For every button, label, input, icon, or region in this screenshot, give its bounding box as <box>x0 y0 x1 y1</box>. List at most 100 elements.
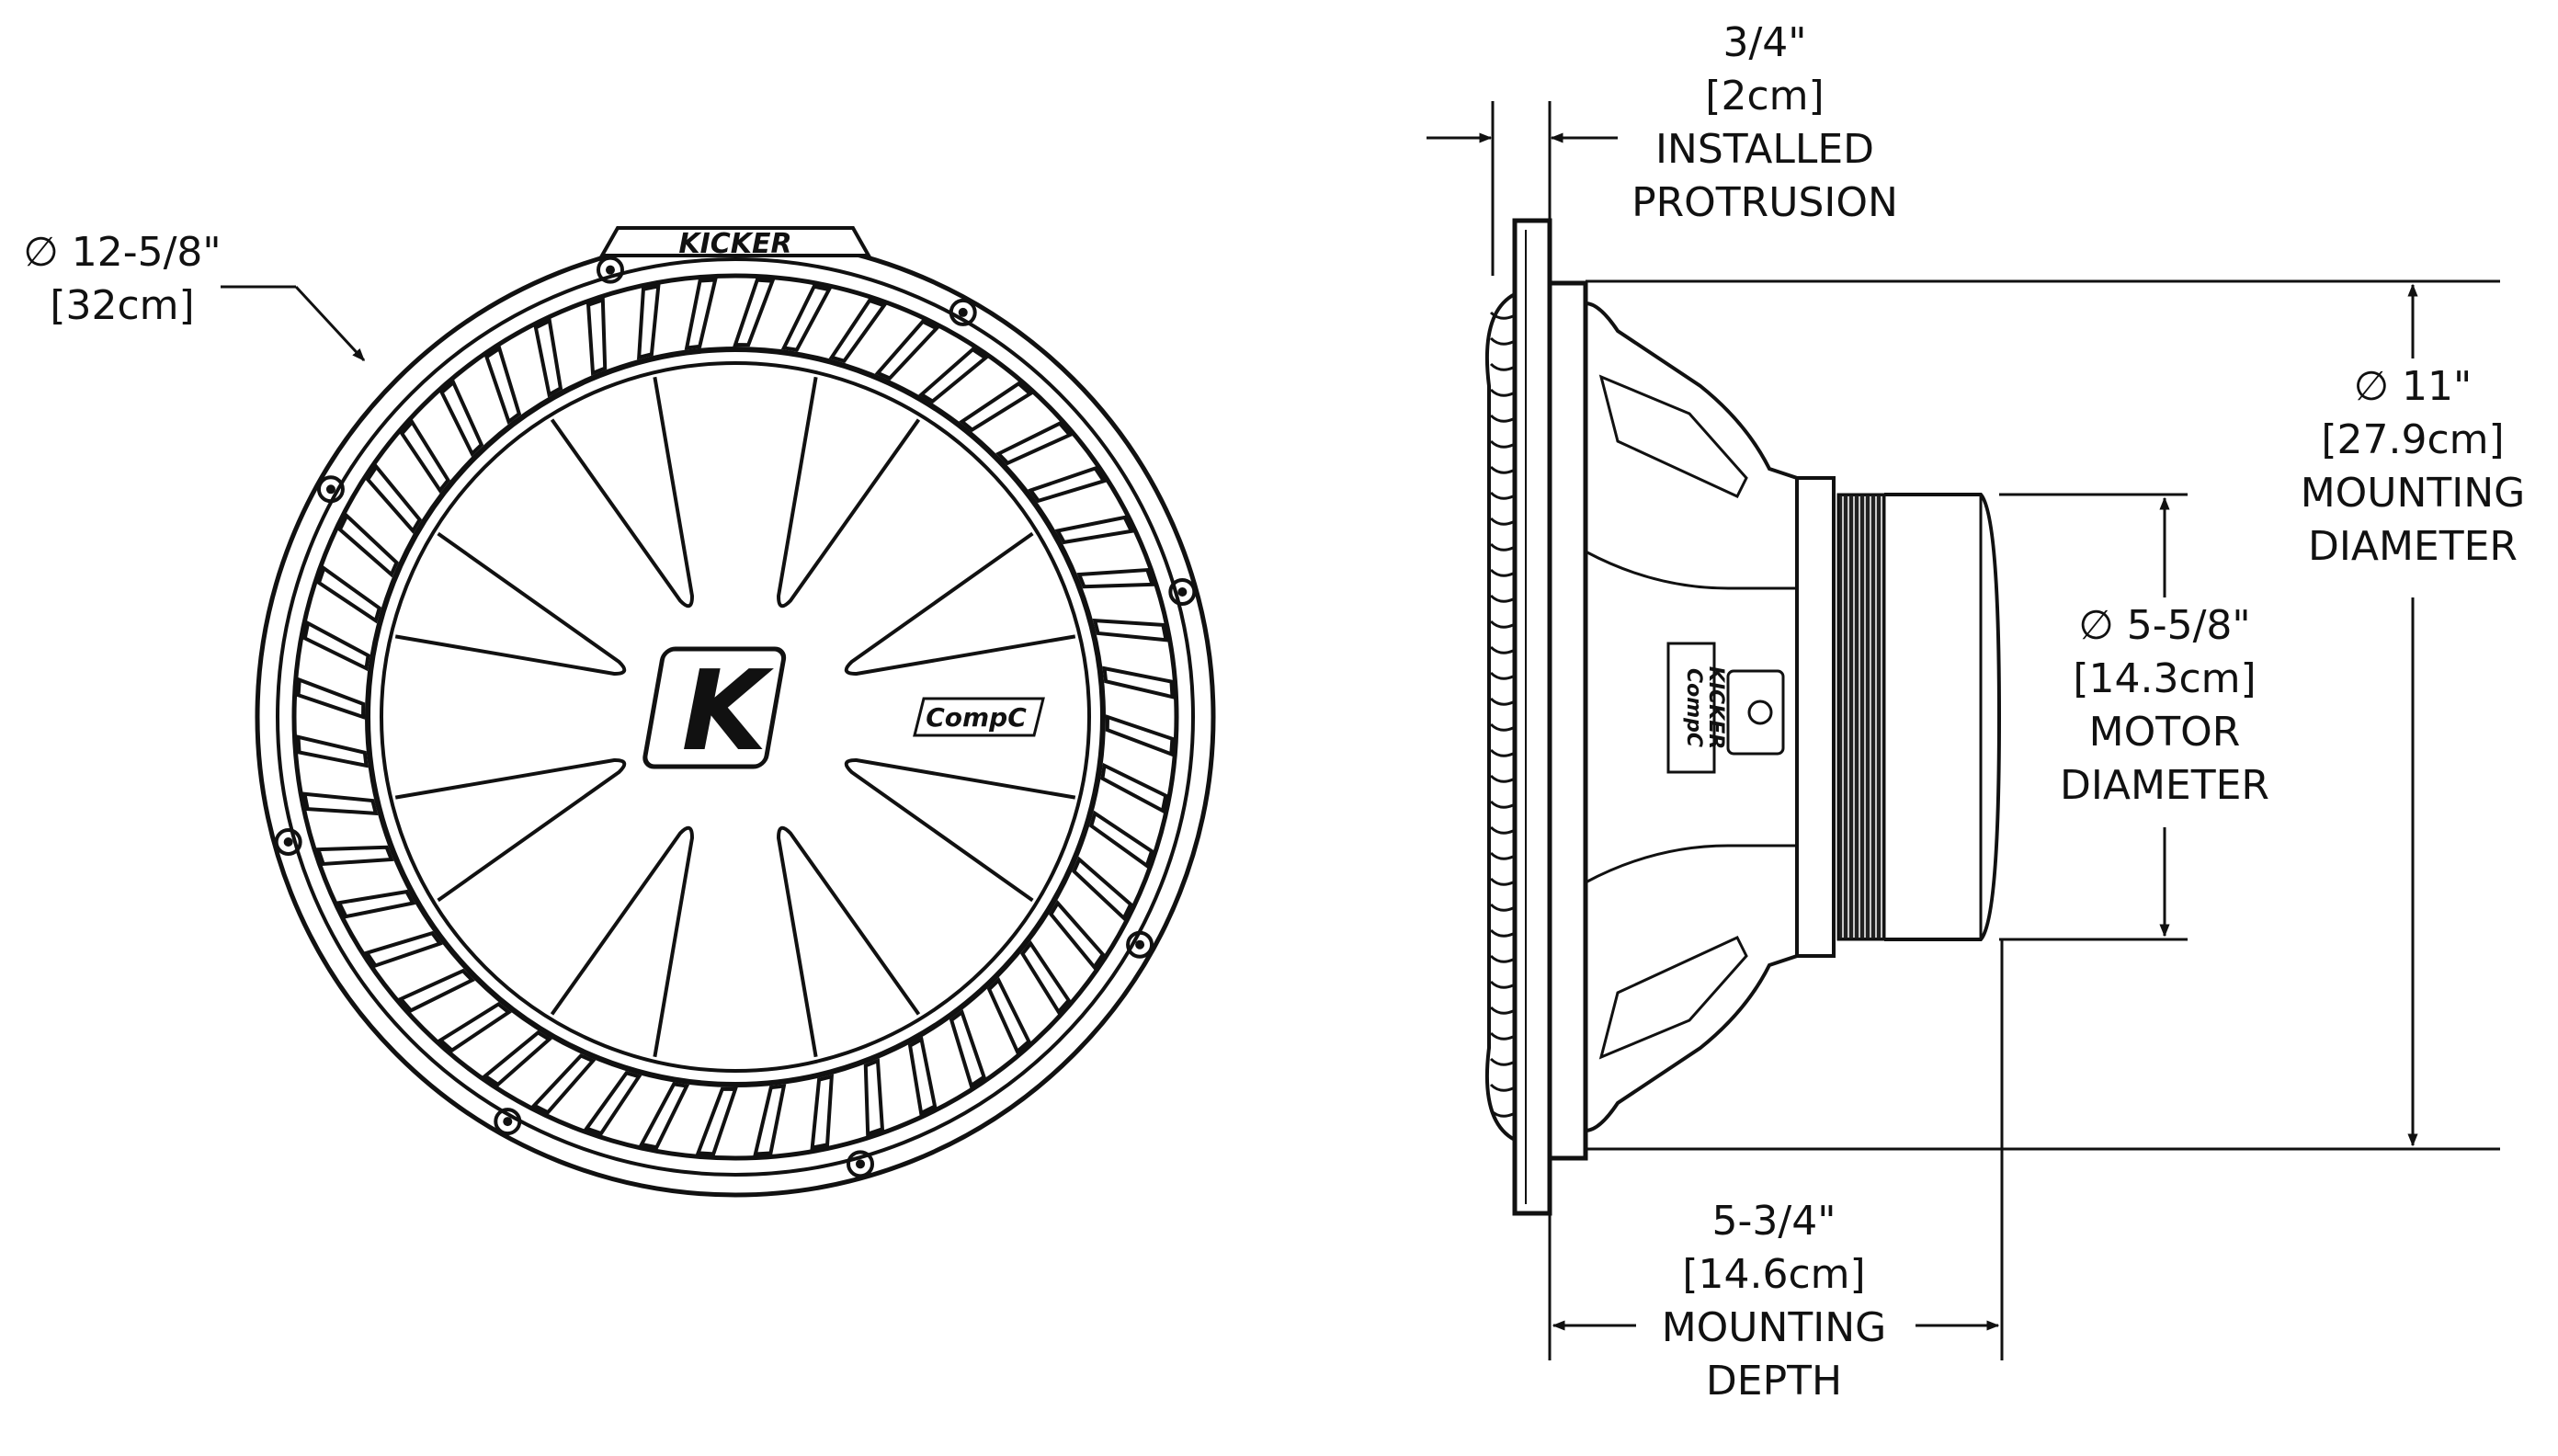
surround-outer-ring <box>291 273 1179 1161</box>
surround-profile-rib <box>1489 697 1514 706</box>
magnet <box>1836 493 1886 941</box>
motor-diameter-value: 5-5/8" <box>2126 602 2251 649</box>
surround-profile-rib <box>1489 414 1514 423</box>
mounting-hole-center <box>958 307 968 317</box>
surround-rib <box>397 968 475 1013</box>
mounting-hole <box>847 1150 875 1178</box>
motor-diameter-symbol: ∅ <box>2078 602 2114 649</box>
surround-profile-rib <box>1489 491 1514 500</box>
terminal-block <box>1666 642 1716 774</box>
side-label-model: CompC <box>1682 668 1705 747</box>
surround-rib <box>296 677 366 720</box>
surround-rib <box>810 1074 834 1151</box>
model-badge-text: CompC <box>926 702 1027 733</box>
surround-profile-rib <box>1489 620 1514 629</box>
protrusion-metric: [2cm] <box>1705 73 1825 119</box>
surround-rib <box>439 379 484 457</box>
cone-spoke <box>550 825 694 1058</box>
surround-rib <box>828 298 887 364</box>
center-k-logo: K <box>642 646 787 776</box>
surround-profile-rib <box>1489 928 1514 938</box>
cone-spokes <box>394 376 1076 1058</box>
surround-profile-rib <box>1489 980 1514 989</box>
mounting-diameter-line2: DIAMETER <box>2308 523 2518 570</box>
motor-diameter-metric: [14.3cm] <box>2073 655 2257 702</box>
surround-rib <box>780 284 833 352</box>
surround-rib <box>753 1084 787 1156</box>
mounting-flange <box>1512 218 1552 1216</box>
surround-rib <box>1100 762 1168 814</box>
surround-profile-rib <box>1489 645 1514 654</box>
surround-rib <box>365 463 423 534</box>
surround-profile-rib <box>1489 877 1514 886</box>
mounting-hole-center <box>503 1117 513 1127</box>
mounting-hole <box>1126 930 1154 959</box>
surround-rib <box>695 1086 738 1156</box>
cone-spoke <box>394 531 627 676</box>
motor-diameter-label: ∅ 5-5/8" [14.3cm] MOTOR DIAMETER <box>2031 599 2298 813</box>
surround-rib <box>1072 856 1133 922</box>
surround-profile-rib <box>1489 542 1514 552</box>
basket-window-top <box>1598 374 1748 498</box>
mounting-hole <box>949 298 977 326</box>
mounting-depth-metric: [14.6cm] <box>1682 1251 1866 1298</box>
surround-rib <box>1092 619 1169 643</box>
surround-profile-rib <box>1489 1006 1514 1015</box>
motor-diameter-line1: MOTOR <box>2088 709 2241 756</box>
surround-rib <box>363 930 443 968</box>
cone-spoke <box>844 531 1076 676</box>
surround-rib <box>918 347 989 404</box>
surround-profile-rib <box>1489 1057 1514 1066</box>
surround-rib <box>399 418 450 494</box>
surround-profile-rib <box>1489 774 1514 783</box>
surround-rib <box>337 512 399 578</box>
mounting-depth-line1: MOUNTING <box>1661 1304 1887 1351</box>
surround-rib <box>733 278 776 347</box>
mounting-depth-line2: DEPTH <box>1705 1358 1843 1405</box>
mounting-depth-value: 5-3/4" <box>1711 1198 1836 1245</box>
surround-rib <box>1076 567 1155 589</box>
surround-rib <box>302 620 370 672</box>
basket-arm-lower <box>1585 844 1797 884</box>
surround-profile-rib <box>1489 362 1514 371</box>
surround-rib <box>1102 665 1175 700</box>
cone-spoke <box>394 758 627 903</box>
mounting-hole <box>494 1108 522 1136</box>
surround-ribs <box>296 278 1175 1156</box>
mounting-diameter-label: ∅ 11" [27.9cm] MOUNTING DIAMETER <box>2279 360 2546 574</box>
surround-rib <box>584 1070 642 1136</box>
mounting-hole-center <box>283 837 293 847</box>
mounting-hole <box>274 828 302 857</box>
mounting-diameter-value: 11" <box>2402 363 2473 410</box>
mounting-depth-label: 5-3/4" [14.6cm] MOUNTING DEPTH <box>1627 1195 1921 1408</box>
surround-profile-rib <box>1489 748 1514 757</box>
mounting-hole-center <box>325 484 335 495</box>
terminal-connector <box>1726 669 1785 756</box>
mounting-hole-center <box>1177 586 1188 597</box>
mounting-hole-center <box>856 1159 866 1169</box>
terminal-screw <box>1747 700 1773 725</box>
protrusion-label: 3/4" [2cm] INSTALLED PROTRUSION <box>1599 17 1930 230</box>
surround-inner-ring <box>365 347 1106 1087</box>
surround-profile <box>1484 292 1516 1142</box>
basket-arm-upper <box>1585 550 1797 590</box>
cone-spoke <box>844 758 1076 903</box>
surround-profile-ribs <box>1489 311 1514 1118</box>
mounting-hole <box>596 256 624 284</box>
surround-profile-rib <box>1489 568 1514 577</box>
model-badge: CompC <box>913 697 1045 737</box>
surround-rib <box>863 1058 885 1137</box>
mounting-hole-center <box>605 265 615 275</box>
surround-profile-rib <box>1489 903 1514 912</box>
mounting-holes <box>274 256 1197 1178</box>
surround-rib <box>301 791 379 815</box>
protrusion-line1: INSTALLED <box>1654 126 1875 173</box>
protrusion-value: 3/4" <box>1722 19 1807 66</box>
surround-rib <box>484 345 522 425</box>
outer-diameter-leader-arrow <box>294 285 366 362</box>
outer-diameter-metric: [32cm] <box>50 282 195 329</box>
cone-spoke <box>777 376 921 609</box>
motor-plate <box>1795 476 1836 958</box>
frame-inner-ring <box>276 257 1195 1177</box>
